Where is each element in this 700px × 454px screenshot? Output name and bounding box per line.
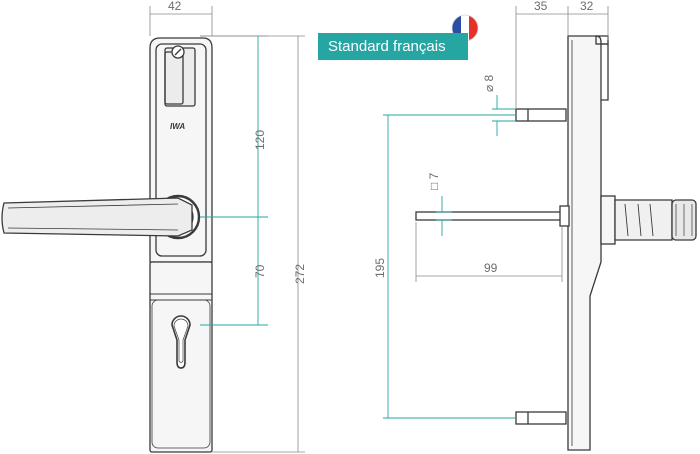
bottom-fixing-pin xyxy=(515,411,567,425)
side-backplate xyxy=(567,35,602,451)
dim-spindle-square: □ 7 xyxy=(427,172,441,190)
front-accent-lines xyxy=(200,36,268,326)
standard-badge: Standard français xyxy=(318,33,468,60)
dim-handle-to-cylinder: 70 xyxy=(253,264,267,278)
dim-pin-diameter: ⌀ 8 xyxy=(482,74,496,92)
dim-overall-height: 272 xyxy=(293,264,307,284)
plate-inner-frame xyxy=(155,43,207,257)
brand-logo: IWA xyxy=(170,122,185,131)
dim-depth-top-right: 32 xyxy=(580,0,594,13)
front-view xyxy=(1,37,213,453)
cylinder-hole xyxy=(171,315,191,369)
side-dimension-lines xyxy=(415,6,609,282)
dim-width: 42 xyxy=(168,0,182,13)
handle-lever xyxy=(1,197,193,237)
dim-depth-top-left: 35 xyxy=(534,0,548,13)
top-fixing-pin xyxy=(515,108,567,122)
side-accent-lines xyxy=(383,95,516,419)
dim-spindle-length: 99 xyxy=(484,261,498,275)
front-dimension-lines xyxy=(149,6,305,453)
dim-pin-spacing: 195 xyxy=(373,258,387,278)
handle-neck xyxy=(614,199,673,241)
dim-top-to-handle: 120 xyxy=(253,130,267,150)
side-view xyxy=(415,35,697,451)
spindle xyxy=(415,211,563,221)
